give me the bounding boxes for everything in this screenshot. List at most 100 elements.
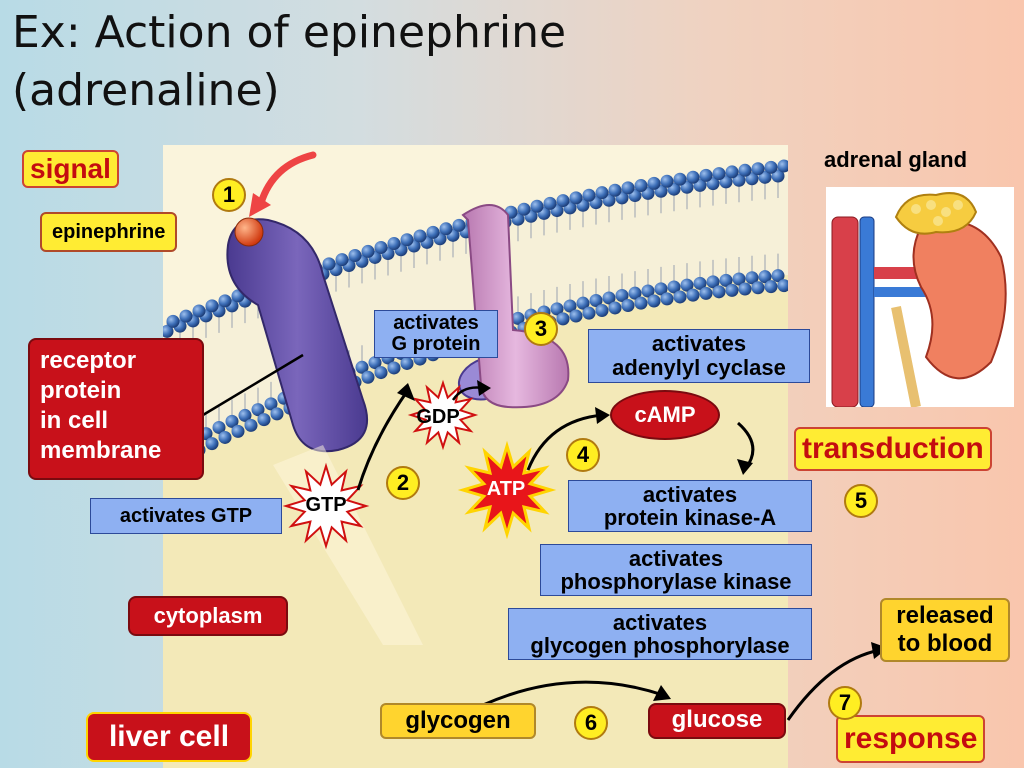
phospholipid-head — [576, 296, 590, 310]
glucose-to-blood-arrow — [786, 648, 881, 721]
phospholipid-head — [719, 273, 733, 287]
phospholipid-head — [179, 309, 193, 323]
phospholipid-head — [550, 302, 564, 316]
phospholipid-head — [712, 167, 726, 181]
adrenal-gland-illustration — [826, 187, 1014, 407]
arrowhead — [871, 642, 888, 659]
arrowhead — [595, 407, 610, 424]
phospholipid-head — [621, 181, 635, 195]
title-line-2: (adrenaline) — [12, 65, 280, 116]
phospholipid-head — [647, 176, 661, 190]
phospholipid-head — [712, 285, 726, 299]
page-title: Ex: Action of epinephrine (adrenaline) — [12, 4, 566, 120]
ureter — [891, 306, 921, 407]
gdp-burst — [407, 379, 479, 451]
phospholipid-head — [777, 279, 788, 293]
phospholipid-head — [192, 304, 206, 318]
phospholipid-head — [758, 270, 772, 284]
aorta — [831, 216, 859, 407]
released-to-blood-label: released to blood — [880, 598, 1010, 662]
phospholipid-head — [166, 314, 180, 328]
phospholipid-head — [667, 280, 681, 294]
phospholipid-head — [621, 299, 635, 313]
phospholipid-head — [374, 240, 388, 254]
response-label: response — [836, 715, 986, 763]
phospholipid-head — [680, 278, 694, 292]
title-line-1: Ex: Action of epinephrine — [12, 7, 567, 58]
epinephrine-molecule — [234, 217, 264, 247]
receptor-protein — [226, 218, 368, 453]
arrowhead — [737, 459, 753, 475]
phospholipid-head — [673, 172, 687, 186]
phospholipid-head — [556, 312, 570, 326]
liver-cell-label: liver cell — [86, 712, 252, 762]
receptor-leader-line — [202, 353, 304, 417]
phospholipid-head — [589, 294, 603, 308]
step-number-5: 5 — [844, 484, 878, 518]
phospholipid-head — [699, 286, 713, 300]
phospholipid-head — [699, 168, 713, 182]
phospholipid-head — [686, 170, 700, 184]
phospholipid-head — [602, 291, 616, 305]
step-activates-protein-kinase-a: activates protein kinase-A — [568, 480, 812, 532]
phospholipid-head — [348, 248, 362, 262]
arrowhead — [477, 380, 491, 396]
atp-burst — [457, 440, 557, 540]
phospholipid-head — [563, 299, 577, 313]
phospholipid-head — [725, 283, 739, 297]
phospholipid-head — [218, 294, 232, 308]
phospholipid-head — [257, 413, 271, 427]
step-number-1: 1 — [212, 178, 246, 212]
phospholipid-head — [745, 271, 759, 285]
signal-label: signal — [22, 150, 119, 188]
phospholipid-head — [264, 397, 278, 411]
adrenal-gland-label: adrenal gland — [824, 147, 968, 172]
phospholipid-head — [777, 159, 788, 173]
gdp-label: GDP — [416, 406, 460, 428]
phospholipid-head — [725, 165, 739, 179]
arrowhead — [397, 383, 415, 401]
phospholipid-head — [771, 169, 785, 183]
phospholipid-head — [569, 309, 583, 323]
phospholipid-head — [582, 188, 596, 202]
camp-label: cAMP — [610, 390, 720, 440]
phospholipid-head — [732, 272, 746, 286]
phospholipid-head — [426, 225, 440, 239]
activates-gtp-label: activates GTP — [90, 498, 282, 534]
kidney — [912, 220, 1007, 380]
phospholipid-head — [686, 288, 700, 302]
phospholipid-head — [225, 414, 239, 428]
phospholipid-head — [738, 163, 752, 177]
receptor-protein-label: receptor protein in cell membrane — [28, 338, 204, 480]
phospholipid-head — [738, 282, 752, 296]
phospholipid-head — [452, 218, 466, 232]
renal-vein — [874, 287, 936, 297]
phospholipid-head — [693, 276, 707, 290]
phospholipid-head — [368, 356, 382, 370]
epinephrine-label: epinephrine — [40, 212, 178, 252]
phospholipid-head — [660, 292, 674, 306]
step-activates-glycogen-phosphorylase: activates glycogen phosphorylase — [508, 608, 812, 660]
phospholipid-head — [595, 186, 609, 200]
phospholipid-head — [387, 237, 401, 251]
phospholipid-head — [660, 174, 674, 188]
atp-to-camp-arrow — [526, 413, 604, 471]
phospholipid-head — [654, 282, 668, 296]
phospholipid-head — [569, 191, 583, 205]
phospholipid-head — [163, 324, 174, 338]
phospholipid-head — [361, 244, 375, 258]
phospholipid-head — [205, 437, 219, 451]
phospholipid-head — [771, 269, 785, 283]
step-activates-adenylyl-cyclase: activates adenylyl cyclase — [588, 329, 810, 383]
phospholipid-head — [400, 356, 414, 370]
cytoplasm-label: cytoplasm — [128, 596, 288, 636]
phospholipid-head — [647, 294, 661, 308]
phospholipid-head — [355, 360, 369, 374]
phospholipid-head — [361, 370, 375, 384]
glucose-label: glucose — [648, 703, 786, 739]
phospholipid-head — [582, 306, 596, 320]
step-activates-g-protein: activates G protein — [374, 310, 498, 358]
phospholipid-head — [517, 202, 531, 216]
glycogen-to-glucose-arrow — [482, 680, 664, 707]
